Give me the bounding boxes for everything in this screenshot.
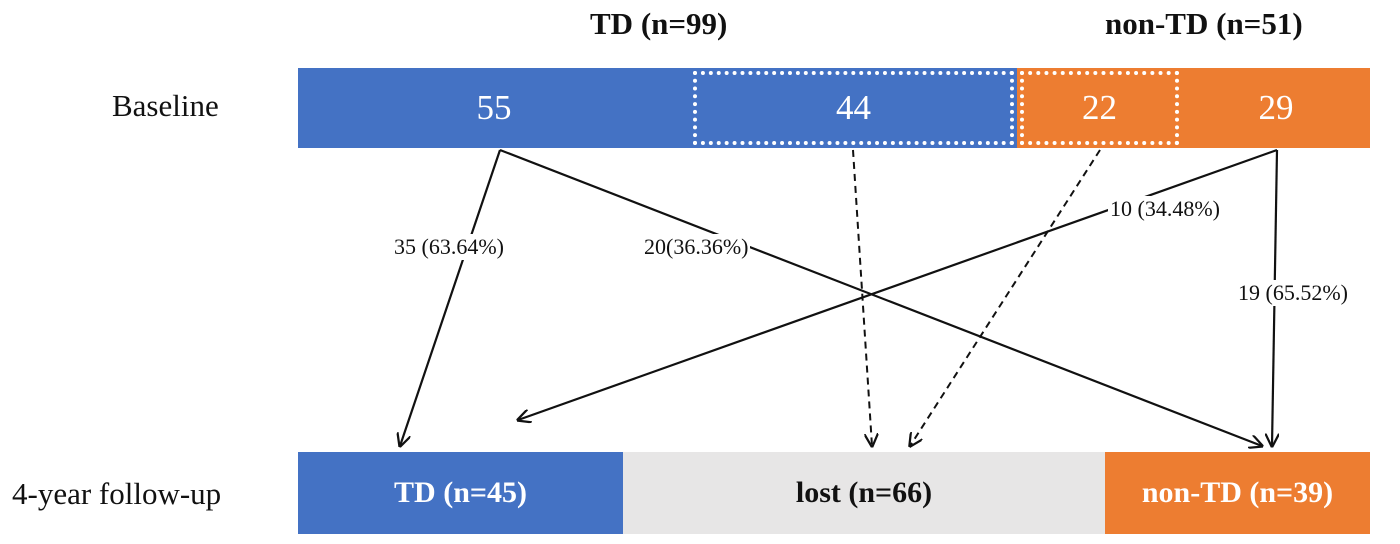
- baseline-td-lost: 44: [690, 68, 1017, 148]
- followup-lost-label: lost (n=66): [795, 476, 933, 509]
- flow-label-29-to-non-td: 19 (65.52%): [1236, 280, 1350, 306]
- flow-label-29-to-td: 10 (34.48%): [1108, 196, 1222, 222]
- baseline-non-td-followed: 29: [1182, 68, 1370, 148]
- flow-arrow-55-to-non-td: [499, 148, 1262, 446]
- baseline-value: 55: [476, 88, 512, 127]
- flow-arrow-44-to-lost: [852, 149, 872, 446]
- flow-label-55-to-non-td: 20(36.36%): [642, 234, 751, 260]
- followup-row-label: 4-year follow-up: [12, 476, 222, 511]
- baseline-value: 22: [1082, 88, 1117, 127]
- baseline-value: 29: [1258, 88, 1294, 127]
- flow-arrow-22-to-lost: [910, 149, 1101, 446]
- non-td-group-header: non-TD (n=51): [1105, 6, 1303, 41]
- followup-lost: lost (n=66): [623, 452, 1105, 534]
- td-group-header: TD (n=99): [590, 6, 728, 41]
- followup-td: TD (n=45): [298, 452, 623, 534]
- baseline-row-label: Baseline: [112, 88, 219, 123]
- baseline-td-followed: 55: [298, 68, 690, 148]
- flow-arrow-55-to-td: [400, 149, 502, 446]
- followup-non-td-label: non-TD (n=39): [1141, 476, 1334, 509]
- flow-label-55-to-td: 35 (63.64%): [392, 234, 506, 260]
- flow-arrow-29-to-td: [518, 148, 1278, 420]
- followup-non-td: non-TD (n=39): [1105, 452, 1370, 534]
- baseline-non-td-lost: 22: [1017, 68, 1182, 148]
- followup-td-label: TD (n=45): [394, 476, 527, 509]
- baseline-value: 44: [836, 88, 871, 127]
